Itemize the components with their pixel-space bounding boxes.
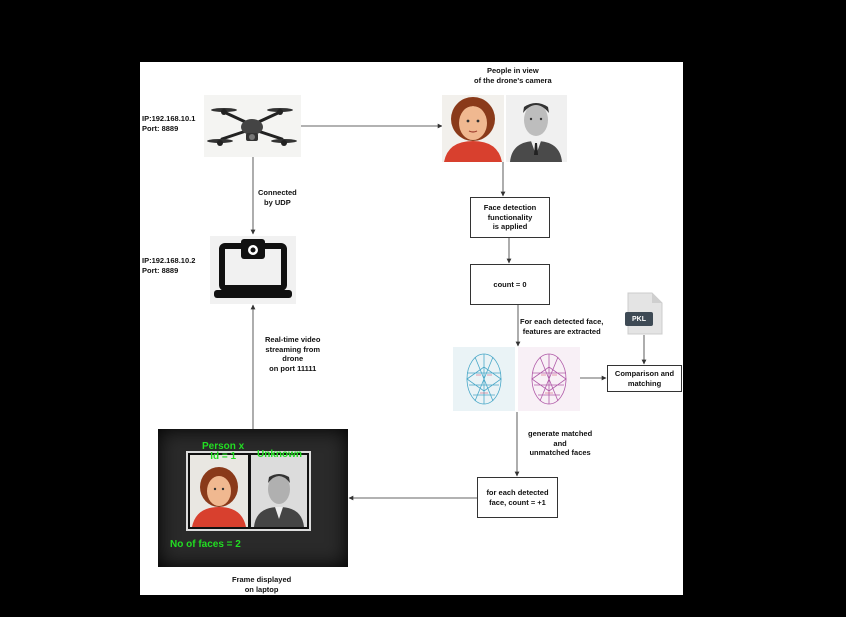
displayed-frame: Person x Id = 1 Unknown No of faces = 2: [158, 429, 348, 567]
count-increment-box: for each detected face, count = +1: [477, 477, 558, 518]
connected-udp-label: Connected by UDP: [258, 188, 297, 207]
features-extracted-label: For each detected face, features are ext…: [520, 317, 604, 336]
people-photo: [442, 95, 567, 162]
diagram-canvas: IP:192.168.10.1 Port: 8889 Connected by …: [140, 62, 683, 595]
laptop-ip-label: IP:192.168.10.2: [142, 256, 196, 265]
man-face-icon: [506, 95, 567, 162]
frame-inner-photo: [186, 451, 311, 531]
frame-woman-face-icon: [190, 455, 248, 527]
frame-displayed-label: Frame displayed on laptop: [232, 575, 292, 594]
people-in-view-label: People in view of the drone's camera: [474, 66, 552, 85]
drone-port-label: Port: 8889: [142, 124, 179, 133]
frame-man-face-icon: [251, 455, 307, 527]
laptop-camera-icon: [210, 236, 296, 304]
face-mesh-icon: [453, 347, 580, 411]
frame-person-label: Person x Id = 1: [202, 441, 245, 462]
pkl-label: PKL: [632, 316, 646, 323]
face-detection-box: Face detection functionality is applied: [470, 197, 550, 238]
generate-matched-label: generate matched and unmatched faces: [528, 429, 593, 457]
laptop-port-label: Port: 8889: [142, 266, 179, 275]
frame-unknown-label: Unknown: [257, 449, 302, 460]
streaming-label: Real-time video streaming from drone on …: [265, 335, 321, 373]
file-pkl-icon: PKL: [624, 292, 664, 335]
drone-ip-label: IP:192.168.10.1: [142, 114, 196, 123]
comparison-box: Comparison and matching: [607, 365, 682, 392]
woman-face-icon: [442, 95, 504, 162]
drone-icon: [204, 95, 301, 157]
count-zero-box: count = 0: [470, 264, 550, 305]
frame-faces-count: No of faces = 2: [170, 539, 241, 550]
